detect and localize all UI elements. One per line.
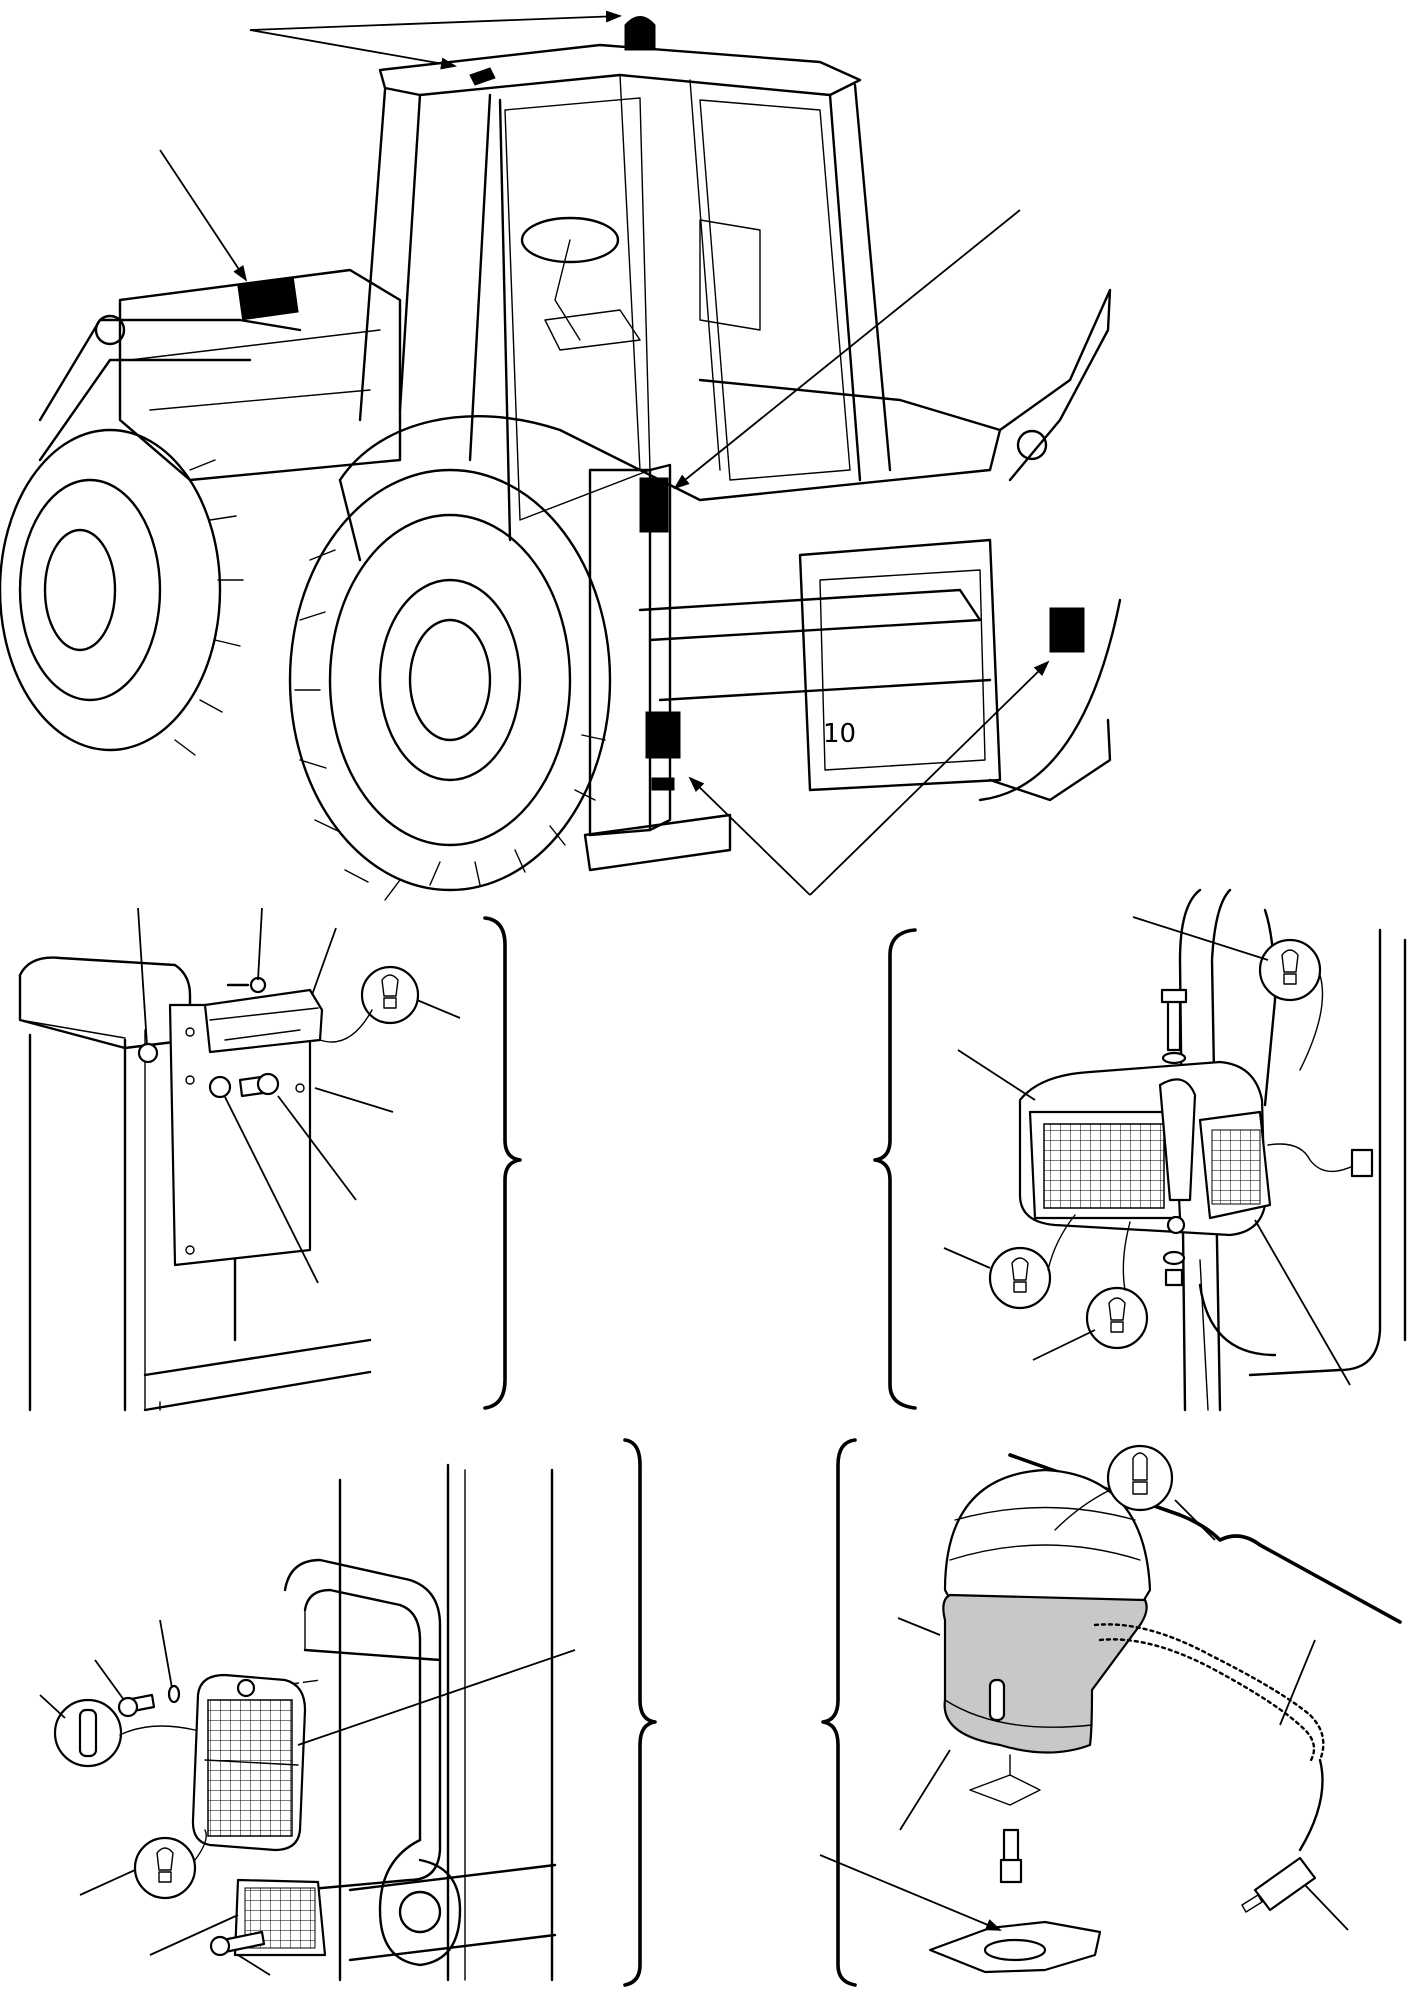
marker-work-lamp bbox=[237, 277, 299, 321]
marker-beacon bbox=[624, 16, 656, 51]
side-lamp-detail bbox=[39, 1438, 657, 1987]
bulb-icon bbox=[1258, 938, 1322, 1002]
beacon-detail bbox=[819, 1438, 1402, 1987]
marker-rear-lamp-upper bbox=[639, 477, 669, 533]
bulb-icon bbox=[1085, 1286, 1149, 1350]
marker-side-lamp bbox=[1049, 607, 1085, 653]
bulb-icon bbox=[1106, 1444, 1174, 1512]
bulb-icon bbox=[133, 1836, 197, 1900]
work-lamp-detail bbox=[873, 888, 1407, 1412]
bulb-icon bbox=[988, 1246, 1052, 1310]
chassis-marking: 10 bbox=[823, 719, 856, 749]
bulb-icon bbox=[360, 965, 420, 1025]
machine-overview: 10 bbox=[0, 10, 1122, 901]
marker-rear-lamp-lower bbox=[645, 711, 681, 759]
rear-lamp-detail bbox=[18, 907, 522, 1412]
